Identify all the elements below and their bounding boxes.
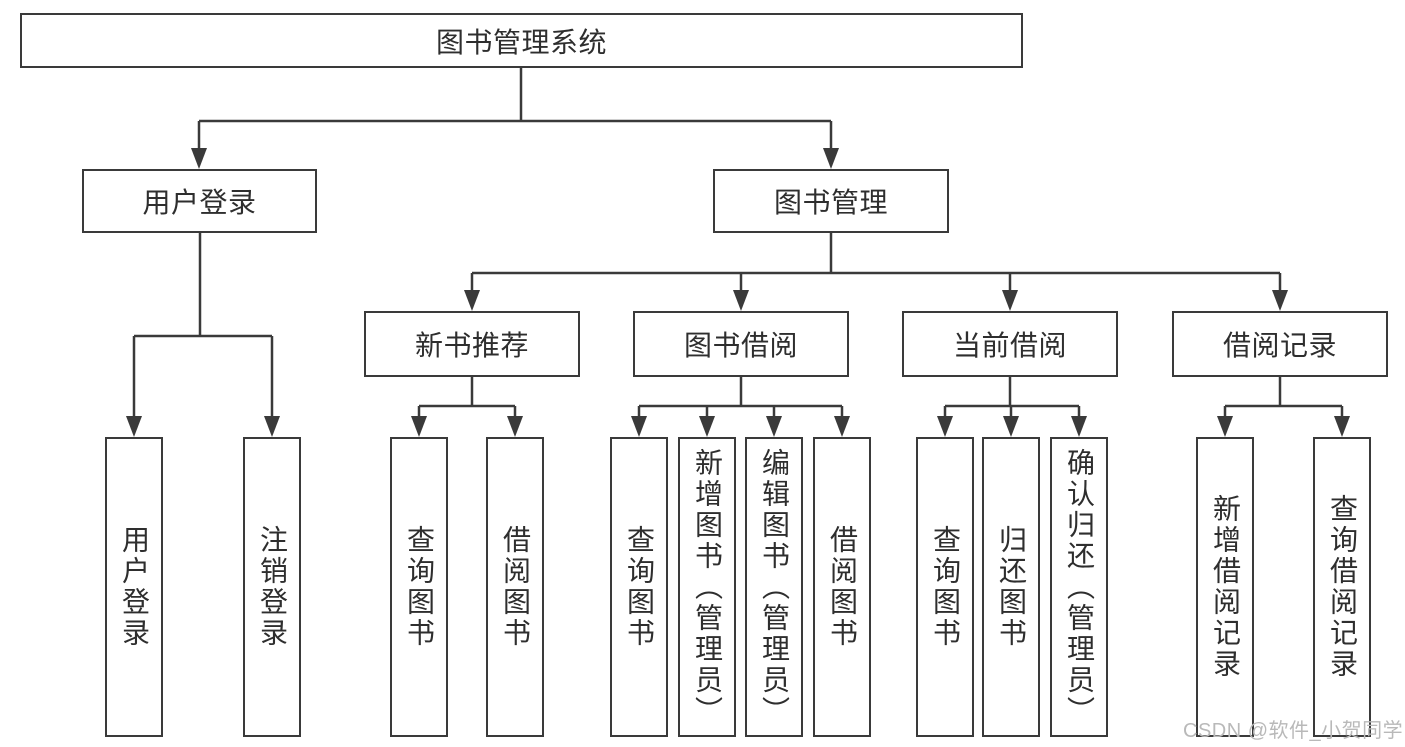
leaf-add-books-admin-label: 新增图书（管理员） xyxy=(692,447,723,727)
leaf-search-books-current: 查询图书 xyxy=(916,437,974,737)
node-borrowing-records: 借阅记录 xyxy=(1172,311,1388,377)
node-book-borrowing-label: 图书借阅 xyxy=(683,330,798,361)
leaf-search-borrow-record: 查询借阅记录 xyxy=(1313,437,1371,737)
node-borrowing-records-label: 借阅记录 xyxy=(1222,330,1337,361)
leaf-logout: 注销登录 xyxy=(243,437,301,737)
leaf-borrow-books: 借阅图书 xyxy=(813,437,871,737)
leaf-search-books-borrow: 查询图书 xyxy=(610,437,668,737)
node-new-book-recommend: 新书推荐 xyxy=(364,311,580,377)
leaf-confirm-return-admin-label: 确认归还（管理员） xyxy=(1064,447,1095,727)
node-user-login-label: 用户登录 xyxy=(142,187,257,218)
node-book-management-label: 图书管理 xyxy=(773,187,888,218)
leaf-search-books-borrow-label: 查询图书 xyxy=(624,525,655,649)
leaf-logout-label: 注销登录 xyxy=(257,525,288,649)
node-user-login: 用户登录 xyxy=(82,169,317,233)
leaf-return-books-label: 归还图书 xyxy=(996,525,1027,649)
node-book-management: 图书管理 xyxy=(713,169,949,233)
leaf-search-books-recommend-label: 查询图书 xyxy=(404,525,435,649)
leaf-add-borrow-record: 新增借阅记录 xyxy=(1196,437,1254,737)
node-current-borrowing: 当前借阅 xyxy=(902,311,1118,377)
leaf-return-books: 归还图书 xyxy=(982,437,1040,737)
leaf-borrow-books-recommend-label: 借阅图书 xyxy=(500,525,531,649)
leaf-edit-books-admin-label: 编辑图书（管理员） xyxy=(759,447,790,727)
leaf-search-books-recommend: 查询图书 xyxy=(390,437,448,737)
leaf-edit-books-admin: 编辑图书（管理员） xyxy=(745,437,803,737)
leaf-user-login-label: 用户登录 xyxy=(119,525,150,649)
node-new-book-recommend-label: 新书推荐 xyxy=(414,330,529,361)
node-current-borrowing-label: 当前借阅 xyxy=(952,330,1067,361)
leaf-borrow-books-label: 借阅图书 xyxy=(827,525,858,649)
node-root-label: 图书管理系统 xyxy=(435,26,607,58)
leaf-search-borrow-record-label: 查询借阅记录 xyxy=(1327,494,1358,680)
leaf-user-login: 用户登录 xyxy=(105,437,163,737)
leaf-add-borrow-record-label: 新增借阅记录 xyxy=(1210,494,1241,680)
leaf-search-books-current-label: 查询图书 xyxy=(930,525,961,649)
watermark: CSDN @软件_小贺同学 xyxy=(1183,720,1404,742)
node-root-system: 图书管理系统 xyxy=(20,13,1023,68)
leaf-borrow-books-recommend: 借阅图书 xyxy=(486,437,544,737)
leaf-confirm-return-admin: 确认归还（管理员） xyxy=(1050,437,1108,737)
node-book-borrowing: 图书借阅 xyxy=(633,311,849,377)
leaf-add-books-admin: 新增图书（管理员） xyxy=(678,437,736,737)
